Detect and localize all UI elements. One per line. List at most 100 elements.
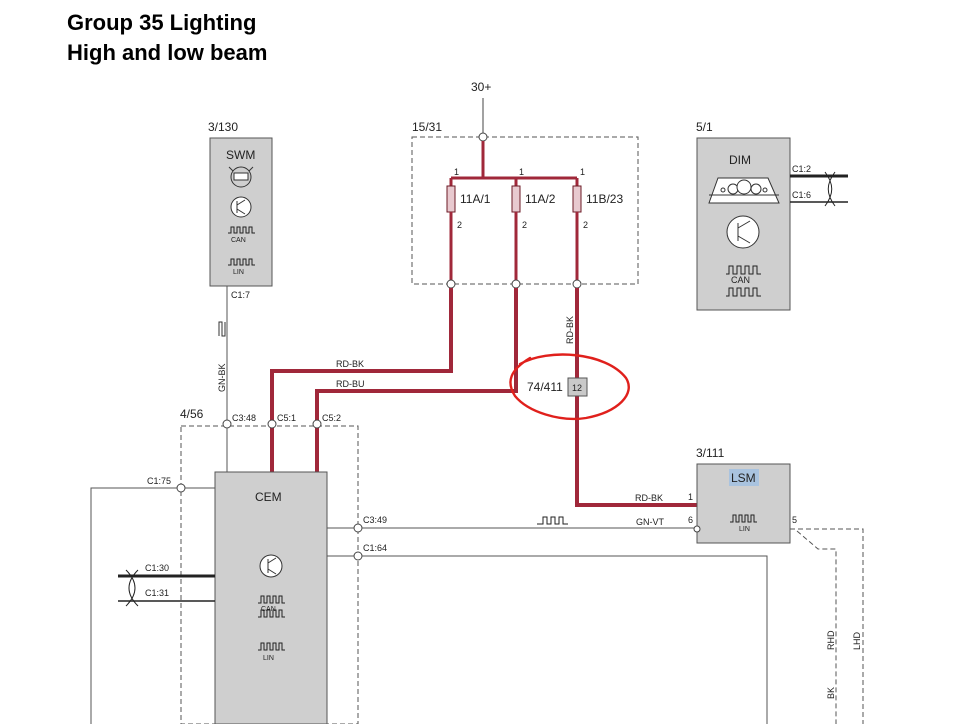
wire-label-rd-bk: RD-BK xyxy=(336,359,364,369)
supply-terminal xyxy=(478,132,488,142)
lsm-name-highlight xyxy=(729,469,759,486)
cem-pin-c52: C5:2 xyxy=(322,413,341,423)
transistor-icon xyxy=(726,215,760,249)
cem-id: 4/56 xyxy=(180,407,204,421)
swm-lin-label: LIN xyxy=(233,269,244,276)
fuse-11a-1: 1 2 11A/1 xyxy=(446,167,491,280)
lin-signal-icon xyxy=(228,258,255,266)
lsm-pin-1: 1 xyxy=(688,492,693,502)
can-signal-icon xyxy=(228,226,255,234)
lin-signal-icon xyxy=(537,516,568,525)
cem-box xyxy=(214,471,328,724)
dim-can-label: CAN xyxy=(731,275,750,285)
fuse-pin-out: 2 xyxy=(522,220,527,230)
fuse-11b-23: 1 2 11B/23 xyxy=(572,167,623,280)
splice-id: 74/411 xyxy=(527,380,563,394)
fuse-11a-2: 1 2 11A/2 xyxy=(511,167,556,280)
twisted-pair-icon xyxy=(125,569,139,607)
supply-label: 30+ xyxy=(471,80,491,94)
dim-id: 5/1 xyxy=(696,120,713,134)
instrument-cluster-icon xyxy=(708,177,780,204)
fuse-body xyxy=(572,185,582,213)
cem-terminal xyxy=(222,419,232,429)
transistor-icon xyxy=(230,196,252,218)
wire-label-rhd: RHD xyxy=(826,630,836,650)
fusebox-boundary xyxy=(411,136,639,285)
lsm-module: 3/111 LSM LIN 1 6 5 xyxy=(688,446,797,544)
wire-label-rd-bk-vertical: RD-BK xyxy=(565,316,575,344)
dim-name: DIM xyxy=(729,153,751,167)
cem-pin-c348: C3:48 xyxy=(232,413,256,423)
cem-name: CEM xyxy=(255,490,282,504)
swm-can-label: CAN xyxy=(231,237,246,244)
splice-74-411: 74/411 12 xyxy=(527,377,588,397)
can-signal-icon xyxy=(258,595,285,604)
dim-pin-b: C1:6 xyxy=(792,190,811,200)
cem-terminal xyxy=(353,523,363,533)
cem-lin-label: LIN xyxy=(263,655,274,662)
steering-icon xyxy=(228,166,254,188)
cem-terminal xyxy=(353,551,363,561)
can-signal-icon xyxy=(258,609,285,618)
wire-rd-bk-lsm xyxy=(575,396,697,507)
optional-wiring xyxy=(790,528,864,724)
fuse-pin-out: 2 xyxy=(583,220,588,230)
cem-pin-c164: C1:64 xyxy=(363,543,387,553)
fuse-label: 11A/1 xyxy=(460,192,491,206)
fusebox-terminal xyxy=(446,279,456,289)
wire-label-gn-vt: GN-VT xyxy=(636,517,665,527)
splice-pin: 12 xyxy=(572,383,582,393)
lin-signal-icon xyxy=(730,514,757,523)
fuse-pin-in: 1 xyxy=(519,167,524,177)
wire-label-rd-bk-lsm: RD-BK xyxy=(635,493,663,503)
fusebox-id: 15/31 xyxy=(412,120,442,134)
fuse-body xyxy=(446,185,456,213)
cem-pin-c175: C1:75 xyxy=(147,476,171,486)
fuse-body xyxy=(511,185,521,213)
lsm-pin-5: 5 xyxy=(792,515,797,525)
dim-module: 5/1 DIM CAN C1:2 C1:6 xyxy=(696,120,848,311)
wire-rd-bu-cem xyxy=(315,288,518,420)
fuse-bus xyxy=(451,141,577,180)
cem-pin-c349: C3:49 xyxy=(363,515,387,525)
twisted-pair-icon xyxy=(824,171,836,207)
can-signal-icon xyxy=(726,287,761,297)
lsm-terminal xyxy=(693,525,701,533)
fusebox: 15/31 1 2 11A/1 1 2 11A/2 1 2 11B/23 xyxy=(411,120,639,289)
wire-c175 xyxy=(90,487,215,724)
transistor-icon xyxy=(259,554,283,578)
annotation-circle xyxy=(509,353,630,421)
cem-module: 4/56 C3:48 C5:1 C5:2 CEM CAN LIN C1:75 C… xyxy=(90,407,768,724)
cem-pin-c51: C5:1 xyxy=(277,413,296,423)
lsm-pin-6: 6 xyxy=(688,515,693,525)
fusebox-terminal xyxy=(511,279,521,289)
fusebox-terminal xyxy=(572,279,582,289)
red-wires xyxy=(270,288,697,507)
wire-label-bk: BK xyxy=(826,687,836,699)
page-title: Group 35 Lighting xyxy=(67,10,257,35)
swm-connector-label: C1:7 xyxy=(231,290,250,300)
fuse-label: 11A/2 xyxy=(525,192,556,206)
cem-terminal xyxy=(312,419,322,429)
wire-rd-bk-cem xyxy=(270,288,453,420)
swm-id: 3/130 xyxy=(208,120,238,134)
cem-pin-c131: C1:31 xyxy=(145,588,169,598)
swm-name: SWM xyxy=(226,148,255,162)
lsm-id: 3/111 xyxy=(696,446,725,460)
lsm-name: LSM xyxy=(731,471,756,485)
fuse-pin-out: 2 xyxy=(457,220,462,230)
cem-pin-c130: C1:30 xyxy=(145,563,169,573)
swm-module: 3/130 SWM CAN LIN C1:7 xyxy=(208,120,273,300)
wire-c164 xyxy=(362,555,768,724)
page-subtitle: High and low beam xyxy=(67,40,268,65)
wire-label-gn-bk: GN-BK xyxy=(217,363,227,392)
fuse-pin-in: 1 xyxy=(454,167,459,177)
dim-pin-a: C1:2 xyxy=(792,164,811,174)
cem-terminal xyxy=(267,419,277,429)
wire-label-rd-bu: RD-BU xyxy=(336,379,365,389)
lsm-lin-label: LIN xyxy=(739,526,750,533)
lin-signal-icon xyxy=(258,642,285,651)
fuse-pin-in: 1 xyxy=(580,167,585,177)
cem-terminal xyxy=(176,483,186,493)
